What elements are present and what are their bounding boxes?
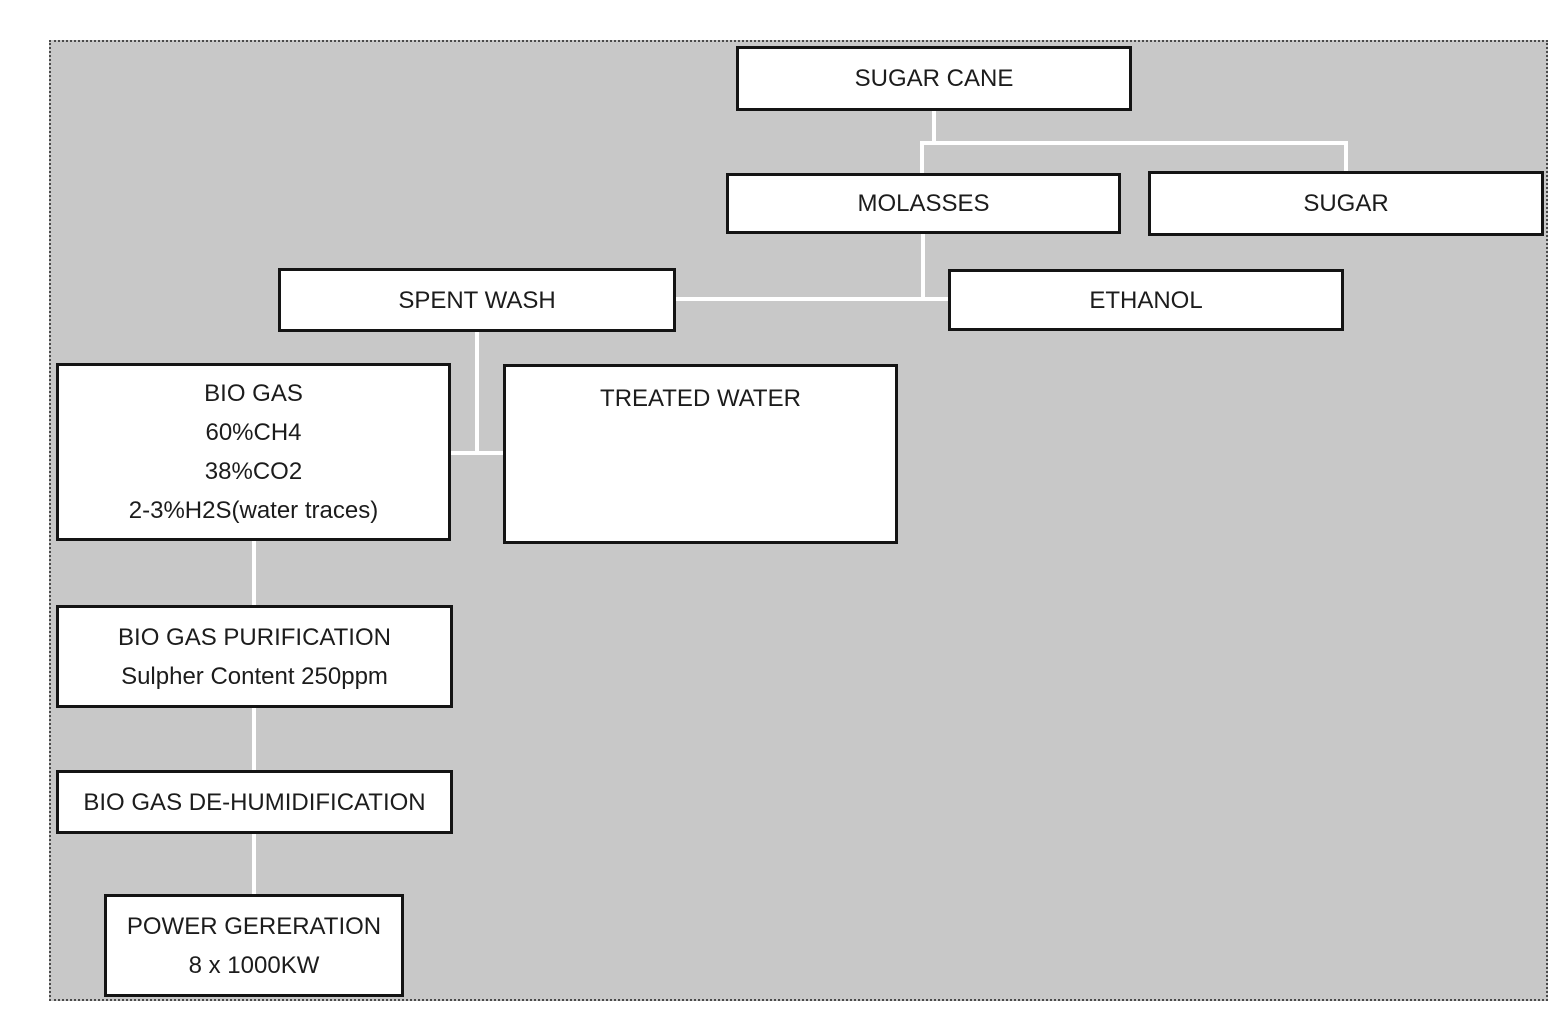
diagram-canvas: SUGAR CANE MOLASSES SUGAR SPENT WASH ETH… xyxy=(49,40,1548,1001)
node-ethanol: ETHANOL xyxy=(948,269,1344,331)
connector-purification-dehumidification xyxy=(252,708,256,770)
node-bio-gas-line-1: BIO GAS xyxy=(204,380,303,407)
node-bio-gas-dehumidification-label: BIO GAS DE-HUMIDIFICATION xyxy=(83,788,426,816)
node-treated-water: TREATED WATER xyxy=(503,364,898,544)
node-spent-wash-label: SPENT WASH xyxy=(398,286,556,314)
connector-spentwash-ethanol xyxy=(676,297,948,301)
connector-branch-to-sugar xyxy=(1344,141,1348,171)
connector-branch-to-molasses xyxy=(920,141,924,173)
node-bio-gas-line-4: 2-3%H2S(water traces) xyxy=(128,497,379,524)
node-power-generation-line-1: POWER GERERATION xyxy=(126,912,382,940)
node-sugar-label: SUGAR xyxy=(1303,190,1389,217)
connector-dehumidification-power xyxy=(252,834,256,894)
connector-branch-horizontal xyxy=(920,141,1348,145)
node-power-generation: POWER GERERATION 8 x 1000KW xyxy=(104,894,404,997)
connector-spentwash-down xyxy=(475,332,479,455)
connector-molasses-down xyxy=(921,234,925,301)
node-spent-wash: SPENT WASH xyxy=(278,268,676,332)
node-treated-water-label: TREATED WATER xyxy=(600,385,801,412)
node-bio-gas-purification-line-2: Sulpher Content 250ppm xyxy=(121,662,388,690)
node-bio-gas-purification: BIO GAS PURIFICATION Sulpher Content 250… xyxy=(56,605,453,708)
node-bio-gas-line-3: 38%CO2 xyxy=(204,458,303,485)
node-bio-gas-purification-line-1: BIO GAS PURIFICATION xyxy=(118,623,391,651)
node-sugar-cane-label: SUGAR CANE xyxy=(854,65,1014,92)
connector-sugarcane-down xyxy=(932,111,936,145)
node-power-generation-line-2: 8 x 1000KW xyxy=(188,951,320,979)
node-sugar-cane: SUGAR CANE xyxy=(736,46,1132,111)
connector-biogas-treatedwater xyxy=(451,451,503,455)
node-ethanol-label: ETHANOL xyxy=(1089,286,1203,314)
node-sugar: SUGAR xyxy=(1148,171,1544,236)
connector-biogas-purification xyxy=(252,541,256,605)
node-bio-gas-line-2: 60%CH4 xyxy=(205,419,302,446)
node-bio-gas-dehumidification: BIO GAS DE-HUMIDIFICATION xyxy=(56,770,453,834)
node-molasses-label: MOLASSES xyxy=(857,190,990,217)
node-bio-gas: BIO GAS 60%CH4 38%CO2 2-3%H2S(water trac… xyxy=(56,363,451,541)
node-molasses: MOLASSES xyxy=(726,173,1121,234)
